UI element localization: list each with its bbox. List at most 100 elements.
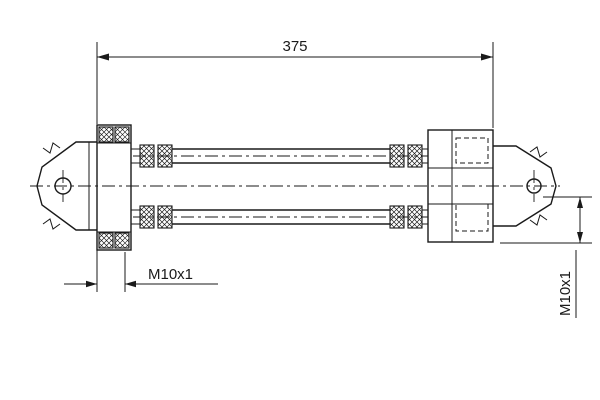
hatch-line [147, 221, 155, 229]
hatch-line [142, 205, 155, 218]
mounting-hole-left [54, 177, 72, 195]
hatch-line [139, 150, 155, 166]
hatch-line [157, 145, 173, 161]
hatch-line [108, 232, 114, 238]
hatch-line [165, 221, 173, 229]
hatch-line [160, 216, 173, 229]
hatch-line [402, 226, 405, 229]
hatch-line [389, 206, 405, 222]
hatch-line [397, 160, 405, 168]
hose-tubes [172, 148, 390, 225]
hatch-line [114, 232, 126, 244]
hatch-line [157, 205, 169, 217]
dim-label-thread-bottom: M10x1 [148, 266, 193, 283]
dimension-overall-length: 375 [96, 38, 494, 128]
hatch-line [114, 232, 121, 239]
hatch-line [407, 206, 423, 222]
hatch-line [407, 144, 414, 151]
left-fitting [96, 124, 140, 251]
right-fitting [422, 129, 494, 243]
hatch-line [98, 126, 110, 138]
hatch-line [108, 243, 114, 249]
hatch-line [402, 144, 405, 147]
hatch-line [420, 144, 423, 147]
mounting-hole-right [526, 178, 542, 194]
hatch-line [160, 144, 173, 157]
dimension-thread-bottom: M10x1 [64, 250, 218, 292]
hatch-line [402, 205, 405, 208]
hatch-line [420, 205, 423, 208]
dim-label-overall-length: 375 [282, 38, 307, 55]
hatch-line [157, 206, 173, 222]
hatch-line [389, 211, 405, 227]
dim-label-thread-right: M10x1 [557, 271, 574, 316]
hatch-line [157, 211, 173, 227]
hatch-line [392, 205, 405, 218]
hatch-line [397, 221, 405, 229]
hatch-line [152, 226, 155, 229]
hatch-line [389, 150, 405, 166]
hatch-line [114, 126, 126, 138]
hatch-line [98, 126, 105, 133]
hatch-line [114, 126, 121, 133]
hatch-line [147, 160, 155, 168]
hatch-line [152, 165, 155, 168]
hatch-line [389, 205, 396, 212]
hatch-line [139, 144, 151, 156]
hatch-line [139, 206, 155, 222]
hatch-line [157, 150, 173, 166]
hatch-line [157, 144, 169, 156]
hatch-line [114, 233, 130, 249]
hatch-line [114, 127, 130, 143]
hatch-line [160, 155, 173, 168]
hatch-line [420, 226, 423, 229]
hatch-line [420, 165, 423, 168]
hatch-line [142, 216, 155, 229]
hatch-line [410, 216, 423, 229]
hatch-line [124, 232, 130, 238]
hatch-line [124, 243, 130, 249]
hatch-line [98, 232, 110, 244]
hatch-line [170, 165, 173, 168]
hatch-line [415, 221, 423, 229]
hatch-line [407, 211, 423, 227]
hatch-line [103, 132, 114, 143]
hatch-line [160, 205, 173, 218]
hatch-line [139, 205, 151, 217]
serration-mark [529, 146, 548, 158]
left-bracket [36, 141, 97, 231]
hatch-line [407, 205, 414, 212]
hatch-line [124, 137, 130, 143]
hatch-line [139, 211, 155, 227]
serration-mark [529, 214, 548, 226]
hidden-detail [455, 203, 489, 232]
hatch-line [98, 232, 105, 239]
dimension-thread-right: M10x1 [500, 196, 592, 318]
hatch-line [139, 145, 155, 161]
hatch-line [119, 132, 130, 143]
hatch-line [389, 144, 396, 151]
serration-mark [42, 142, 61, 154]
hatch-line [157, 205, 164, 212]
hatch-line [410, 155, 423, 168]
hatch-line [389, 144, 401, 156]
hidden-detail [455, 137, 489, 164]
hatch-line [410, 144, 423, 157]
hatch-line [389, 205, 401, 217]
hatch-line [157, 144, 164, 151]
right-bracket [493, 145, 557, 227]
hatch-line [119, 238, 130, 249]
hatch-line [165, 160, 173, 168]
hatch-line [407, 205, 419, 217]
centerlines [30, 155, 560, 218]
hatch-line [142, 144, 155, 157]
hatch-line [98, 127, 114, 143]
hatch-line [415, 160, 423, 168]
hatch-line [389, 145, 405, 161]
hatch-line [170, 226, 173, 229]
hatch-line [392, 144, 405, 157]
hatch-line [103, 238, 114, 249]
hatch-line [407, 144, 419, 156]
hatch-line [392, 155, 405, 168]
